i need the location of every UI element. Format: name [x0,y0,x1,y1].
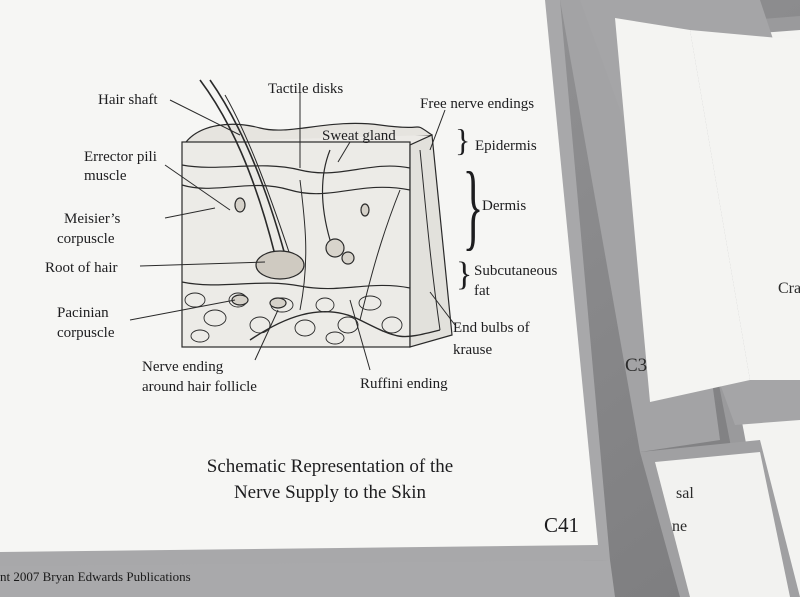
dermis-line [181,184,411,195]
label-sweat-gland: Sweat gland [322,128,396,144]
label-nerve-ending-2: around hair follicle [142,379,257,395]
label-end-bulbs-2: krause [453,342,493,358]
footer-copyright: nt 2007 Bryan Edwards Publications [0,569,191,584]
block-front [181,141,411,348]
back-card-lower [640,440,800,597]
back-card-cranial-text: Cranial [778,280,800,297]
label-errector-pili-2: muscle [84,168,127,184]
leader-lines [129,92,456,371]
label-dermis: Dermis [482,198,527,214]
block-side [409,134,453,348]
label-errector-pili-1: Errector pili [84,149,157,165]
epidermis-brace: } [455,122,471,158]
label-pacinian-1: Pacinian [57,305,109,321]
dermis-brace: } [462,152,484,259]
hair-shaft-line [199,79,276,256]
label-tactile-disks: Tactile disks [268,81,344,97]
back-card-sal-text: sal [676,485,694,502]
label-meisiers-2: corpuscle [57,231,115,247]
meissner-corpuscle [234,197,246,213]
label-ruffini-ending: Ruffini ending [360,376,448,392]
label-subcutaneous-1: Subcutaneous [474,263,558,279]
subcutaneous-line [181,281,411,290]
label-free-nerve-endings: Free nerve endings [420,96,535,112]
card-title-line-1: Schematic Representation of the [206,456,454,477]
epidermis-line [181,164,411,174]
hair-root [255,250,305,280]
back-card-ne-text: ne [672,518,688,535]
sweat-gland-duct [321,149,331,241]
label-epidermis: Epidermis [475,138,537,154]
pacinian-corpuscle [231,294,249,306]
back-card-c3 [560,0,800,452]
label-subcutaneous-2: fat [474,283,490,299]
label-nerve-ending-1: Nerve ending [142,359,224,375]
label-root-of-hair: Root of hair [45,260,118,276]
label-meisiers-1: Meisier’s [64,211,121,227]
card-id: C41 [544,513,580,537]
label-end-bulbs-1: End bulbs of [453,320,530,336]
label-hair-shaft: Hair shaft [98,92,158,108]
card-title-line-2: Nerve Supply to the Skin [233,482,427,503]
label-pacinian-2: corpuscle [57,325,115,341]
back-card-c3-id: C3 [625,355,648,376]
subcutaneous-brace: } [456,256,473,293]
